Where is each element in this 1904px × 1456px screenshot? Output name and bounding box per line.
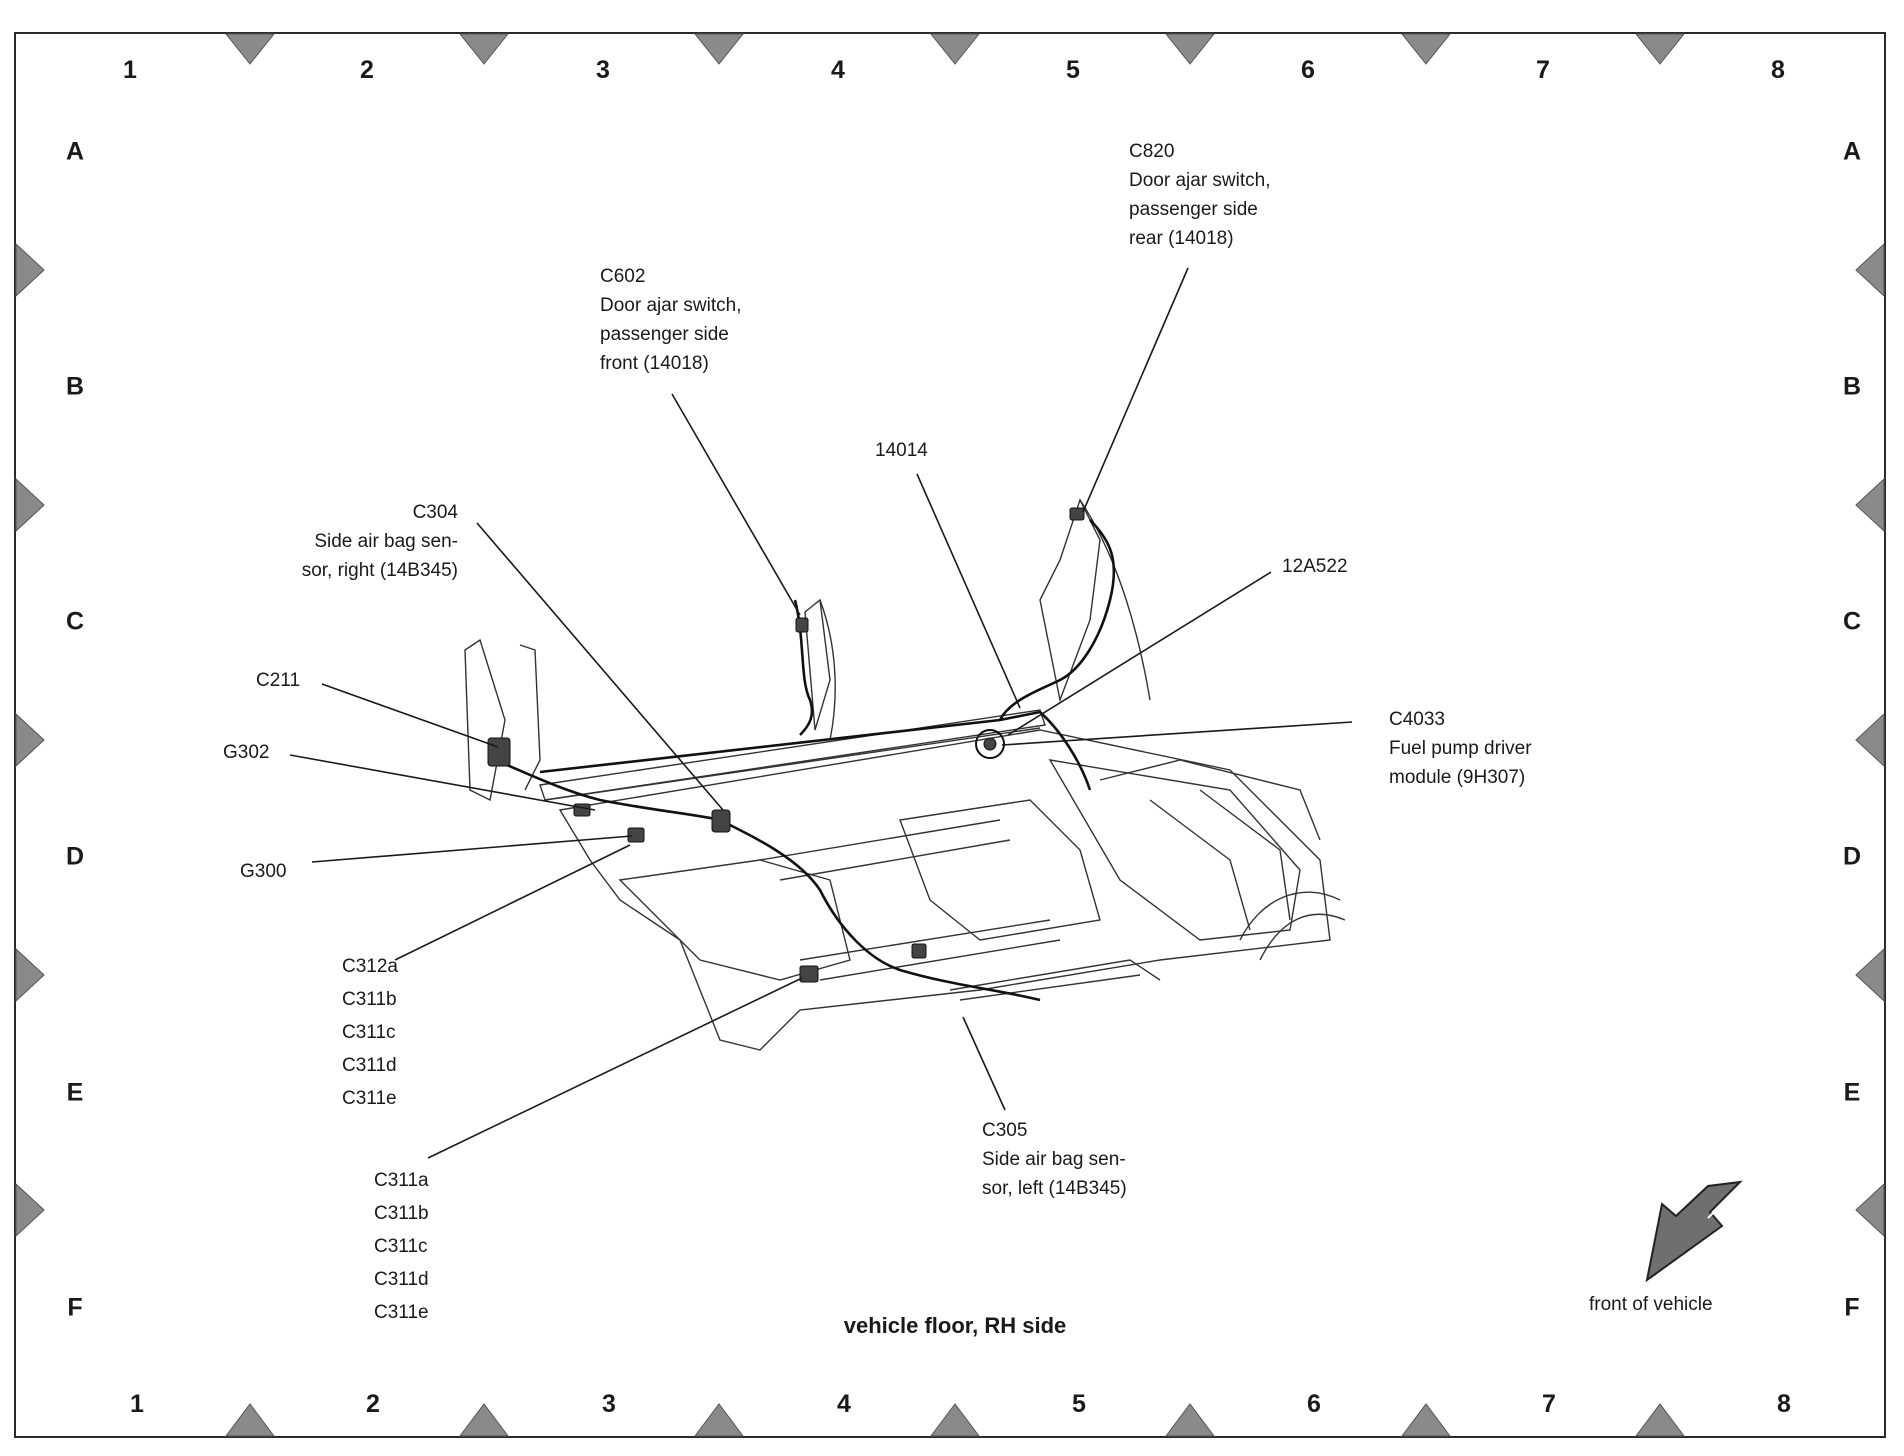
grid-marker-top-3 — [693, 33, 745, 65]
grid-col-bottom-4: 4 — [837, 1390, 851, 1418]
leader-lines — [289, 267, 1353, 1159]
grid-col-top-2: 2 — [360, 56, 374, 84]
grid-row-right-a: A — [1842, 137, 1862, 166]
grid-row-left-c: C — [65, 607, 85, 636]
grid-row-left-e: E — [66, 1078, 84, 1107]
grid-marker-top-6 — [1400, 33, 1452, 65]
wiring-harness — [494, 519, 1116, 1002]
grid-marker-left-2 — [15, 477, 45, 533]
label-12a522: 12A522 — [1282, 556, 1348, 577]
vehicle-floor-drawing — [464, 498, 1346, 1051]
grid-col-top-7: 7 — [1536, 56, 1550, 84]
diagram-frame — [14, 32, 1886, 1438]
grid-marker-top-2 — [458, 33, 510, 65]
grid-marker-bottom-3 — [694, 1403, 744, 1437]
grid-col-bottom-5: 5 — [1072, 1390, 1086, 1418]
label-g300: G300 — [240, 861, 287, 882]
grid-col-bottom-8: 8 — [1777, 1390, 1791, 1418]
front-of-vehicle-arrow-icon — [1645, 1180, 1743, 1283]
grid-marker-right-2 — [1855, 477, 1885, 533]
grid-col-bottom-7: 7 — [1542, 1390, 1556, 1418]
diagram-caption: vehicle floor, RH side — [843, 1313, 1067, 1338]
grid-marker-right-4 — [1855, 947, 1885, 1003]
grid-row-right-c: C — [1842, 607, 1862, 636]
grid-row-left-a: A — [65, 137, 85, 166]
label-c211: C211 — [256, 670, 301, 691]
grid-col-top-1: 1 — [123, 56, 137, 84]
label-g302: G302 — [223, 742, 270, 763]
grid-row-left-f: F — [67, 1293, 83, 1322]
grid-row-right-d: D — [1842, 842, 1862, 871]
grid-marker-bottom-7 — [1635, 1403, 1685, 1437]
grid-marker-left-1 — [15, 242, 45, 298]
grid-marker-bottom-1 — [225, 1403, 275, 1437]
grid-row-right-b: B — [1842, 372, 1862, 401]
grid-col-top-6: 6 — [1301, 56, 1315, 84]
grid-marker-bottom-5 — [1165, 1403, 1215, 1437]
grid-marker-top-4 — [929, 33, 981, 65]
grid-col-top-3: 3 — [596, 56, 610, 84]
grid-col-bottom-6: 6 — [1307, 1390, 1321, 1418]
grid-col-bottom-1: 1 — [130, 1390, 144, 1418]
grid-row-left-b: B — [65, 372, 85, 401]
label-14014: 14014 — [875, 440, 928, 461]
grid-col-top-4: 4 — [831, 56, 845, 84]
grid-marker-top-5 — [1164, 33, 1216, 65]
grid-marker-right-5 — [1855, 1182, 1885, 1238]
front-of-vehicle-label: front of vehicle — [1589, 1294, 1713, 1315]
connectors — [487, 507, 1085, 983]
grid-col-bottom-2: 2 — [366, 1390, 380, 1418]
grid-marker-left-3 — [15, 712, 45, 768]
grid-marker-top-1 — [224, 33, 276, 65]
grid-row-right-e: E — [1843, 1078, 1861, 1107]
grid-col-top-5: 5 — [1066, 56, 1080, 84]
grid-marker-bottom-2 — [459, 1403, 509, 1437]
grid-col-bottom-3: 3 — [602, 1390, 616, 1418]
grid-marker-left-5 — [15, 1182, 45, 1238]
grid-marker-right-1 — [1855, 242, 1885, 298]
grid-markers — [15, 33, 1885, 1437]
grid-row-left-d: D — [65, 842, 85, 871]
grid-marker-bottom-6 — [1401, 1403, 1451, 1437]
grid-col-top-8: 8 — [1771, 56, 1785, 84]
grid-marker-top-7 — [1634, 33, 1686, 65]
grid-marker-bottom-4 — [930, 1403, 980, 1437]
grid-marker-right-3 — [1855, 712, 1885, 768]
grid-marker-left-4 — [15, 947, 45, 1003]
grid-row-right-f: F — [1844, 1293, 1860, 1322]
